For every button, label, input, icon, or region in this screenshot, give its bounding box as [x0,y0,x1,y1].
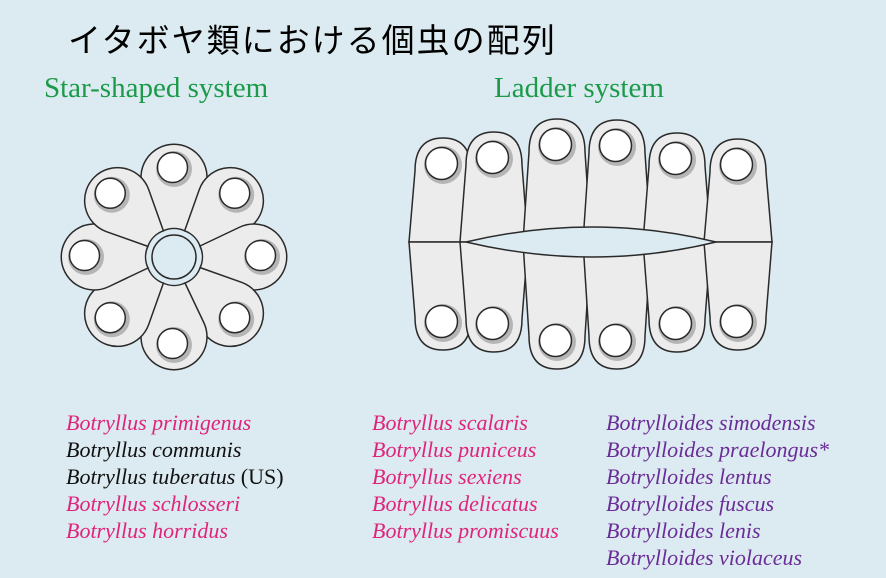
star-system-diagram [60,143,288,371]
species-name: Botrylloides lenis [606,518,761,543]
oral-siphon [244,239,280,275]
species-item: Botrylloides fuscus [606,490,829,517]
species-item: Botryllus tuberatus (US) [66,463,284,490]
species-item: Botryllus horridus [66,517,284,544]
oral-siphon [475,140,513,178]
species-item: Botryllus sexiens [372,463,559,490]
species-name: Botryllus primigenus [66,410,252,435]
species-name: Botryllus sexiens [372,464,522,489]
species-name: Botryllus scalaris [372,410,528,435]
species-item: Botrylloides violaceus [606,544,829,571]
oral-siphon [719,304,757,342]
star-system-heading: Star-shaped system [44,72,269,104]
oral-siphon [156,327,192,363]
oral-siphon [598,128,636,166]
species-item: Botryllus schlosseri [66,490,284,517]
species-name: Botryllus communis [66,437,242,462]
oral-siphon [68,239,104,275]
oral-siphon [658,306,696,344]
species-item: Botryllus promiscuus [372,517,559,544]
species-item: Botryllus primigenus [66,409,284,436]
species-item: Botrylloides lenis [606,517,829,544]
species-name: Botryllus schlosseri [66,491,241,516]
figure-title: イタボヤ類における個虫の配列 [68,21,557,60]
species-name: Botryllus puniceus [372,437,537,462]
oral-siphon [156,151,192,187]
species-name: Botryllus tuberatus [66,464,236,489]
species-item: Botrylloides praelongus* [606,436,829,463]
oral-siphon [475,306,513,344]
species-item: Botrylloides simodensis [606,409,829,436]
species-item: Botryllus puniceus [372,436,559,463]
oral-siphon [93,301,130,338]
oral-siphon [218,301,255,338]
species-item: Botryllus communis [66,436,284,463]
species-note: (US) [235,464,284,489]
species-name: Botryllus horridus [66,518,228,543]
oral-siphon [218,176,255,213]
species-name: Botrylloides fuscus [606,491,775,516]
oral-siphon [538,127,576,165]
common-cloaca [151,234,197,280]
oral-siphon [93,176,130,213]
oral-siphon [424,304,462,342]
species-name: Botrylloides praelongus* [606,437,830,462]
oral-siphon [538,323,576,361]
species-name: Botrylloides lentus [606,464,772,489]
species-name: Botryllus delicatus [372,491,538,516]
species-item: Botryllus delicatus [372,490,559,517]
ladder-system-heading: Ladder system [494,72,664,104]
species-item: Botrylloides lentus [606,463,829,490]
ladder-system-diagram [408,118,773,370]
cloacal-canal [465,226,717,258]
species-item: Botryllus scalaris [372,409,559,436]
species-name: Botrylloides simodensis [606,410,816,435]
oral-siphon [719,147,757,185]
oral-siphon [658,141,696,179]
species-name: Botryllus promiscuus [372,518,559,543]
oral-siphon [424,146,462,184]
species-name: Botrylloides violaceus [606,545,803,570]
oral-siphon [598,323,636,361]
